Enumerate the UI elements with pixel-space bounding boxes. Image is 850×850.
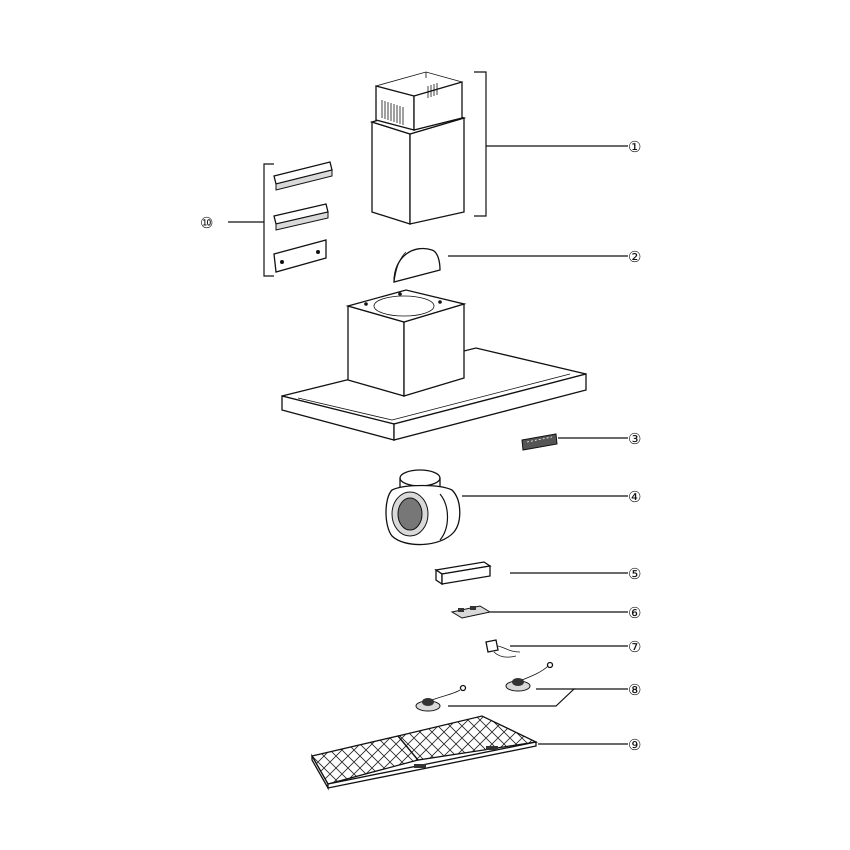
callout-8: ⑧ bbox=[628, 681, 641, 699]
callout-4: ④ bbox=[628, 488, 641, 506]
leader-line-8 bbox=[448, 688, 576, 707]
callout-10: ⑩ bbox=[200, 214, 213, 232]
part-blower-motor bbox=[385, 469, 461, 546]
callout-2: ② bbox=[628, 248, 641, 266]
callouts: ① ② ③ ④ ⑤ ⑥ ⑦ ⑧ ⑨ ⑩ bbox=[200, 138, 641, 754]
part-duct-cover bbox=[393, 247, 441, 283]
part-lamps bbox=[415, 661, 554, 712]
part-chimney-cover bbox=[369, 71, 487, 225]
part-circuit-board bbox=[450, 605, 492, 619]
callout-5: ⑤ bbox=[628, 565, 641, 583]
part-transformer bbox=[434, 561, 492, 586]
part-mounting-brackets bbox=[263, 161, 333, 277]
part-grease-filters bbox=[311, 715, 539, 791]
callout-1: ① bbox=[628, 138, 641, 156]
part-connector bbox=[485, 639, 521, 658]
part-control-panel bbox=[521, 433, 558, 451]
callout-3: ③ bbox=[628, 430, 641, 448]
callout-6: ⑥ bbox=[628, 604, 641, 622]
callout-9: ⑨ bbox=[628, 736, 641, 754]
leader-lines bbox=[228, 145, 628, 745]
callout-7: ⑦ bbox=[628, 638, 641, 656]
part-hood-body bbox=[281, 289, 587, 441]
